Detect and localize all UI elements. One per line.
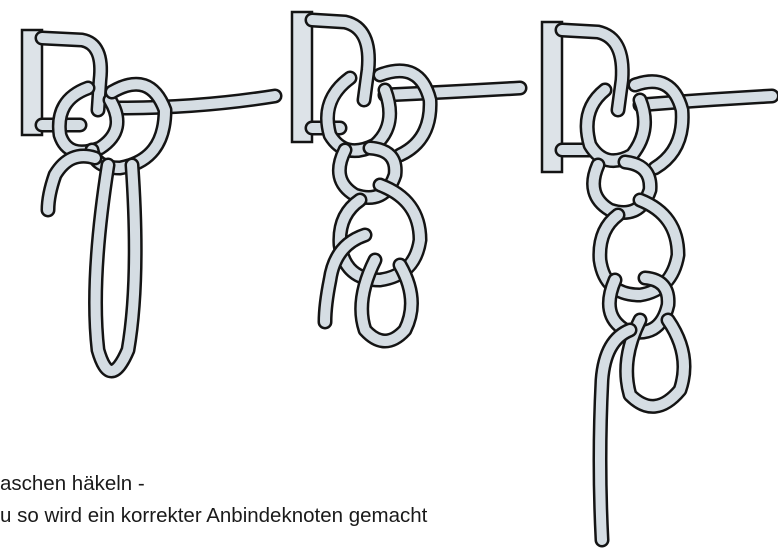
caption-line-2: u so wird ein korrekter Anbindeknoten ge… [0, 503, 560, 529]
caption-line-1: aschen häkeln - [0, 471, 560, 497]
knot-step-2 [292, 12, 520, 341]
knot-step-1 [22, 30, 275, 371]
knot-step-3 [542, 22, 772, 540]
mounting-bar-3 [542, 22, 622, 172]
